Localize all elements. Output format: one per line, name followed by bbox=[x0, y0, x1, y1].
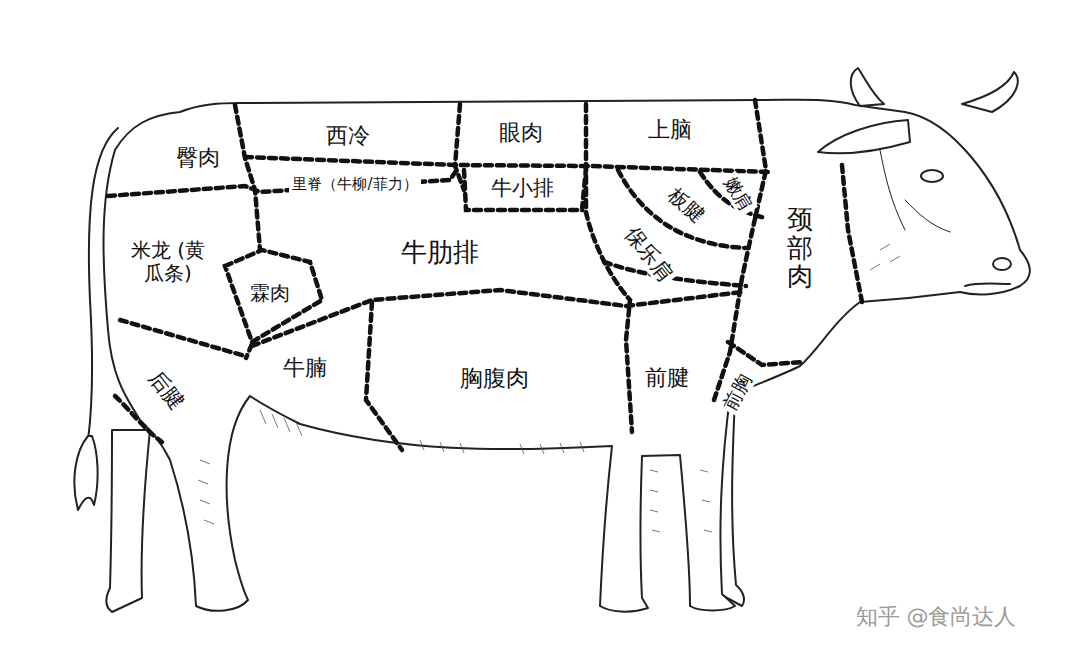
cut-name: 里脊（牛柳/菲力） bbox=[289, 176, 420, 193]
tail-tuft bbox=[74, 436, 97, 510]
cut-name: 前腱 bbox=[642, 365, 692, 390]
mouth bbox=[965, 284, 1010, 287]
cow-body bbox=[104, 100, 1030, 612]
ear bbox=[818, 120, 910, 153]
cut-name: 牛肋排 bbox=[398, 238, 482, 268]
cut-name: 胸腹肉 bbox=[457, 365, 532, 391]
far-hind-leg bbox=[107, 430, 151, 612]
nostril bbox=[993, 258, 1011, 270]
cut-name: 前胸 bbox=[718, 367, 758, 416]
cut-name: 米龙 (黄瓜条) bbox=[119, 239, 217, 285]
watermark: 知乎 @食尚达人 bbox=[853, 604, 1020, 629]
cut-name: 上脑 bbox=[645, 117, 695, 142]
horn bbox=[851, 68, 884, 106]
face-line bbox=[880, 150, 950, 232]
tail bbox=[88, 128, 118, 440]
cut-name: 嫩肩 bbox=[718, 171, 758, 218]
cut-lines bbox=[108, 100, 862, 450]
cut-name: 牛小排 bbox=[488, 176, 557, 200]
cut-name: 西冷 bbox=[323, 123, 373, 148]
cut-name: 牛腩 bbox=[280, 355, 330, 380]
cut-name: 板腱 bbox=[661, 181, 711, 229]
cut-name: 保乐肩 bbox=[617, 219, 679, 288]
eye bbox=[921, 170, 943, 182]
cut-name: 后腱 bbox=[142, 364, 191, 417]
horn bbox=[962, 72, 1018, 112]
cut-name: 颈部肉 bbox=[785, 203, 815, 293]
cut-name: 霖肉 bbox=[247, 282, 293, 305]
cut-name: 眼肉 bbox=[496, 120, 546, 145]
cut-name: 臀肉 bbox=[173, 145, 223, 170]
